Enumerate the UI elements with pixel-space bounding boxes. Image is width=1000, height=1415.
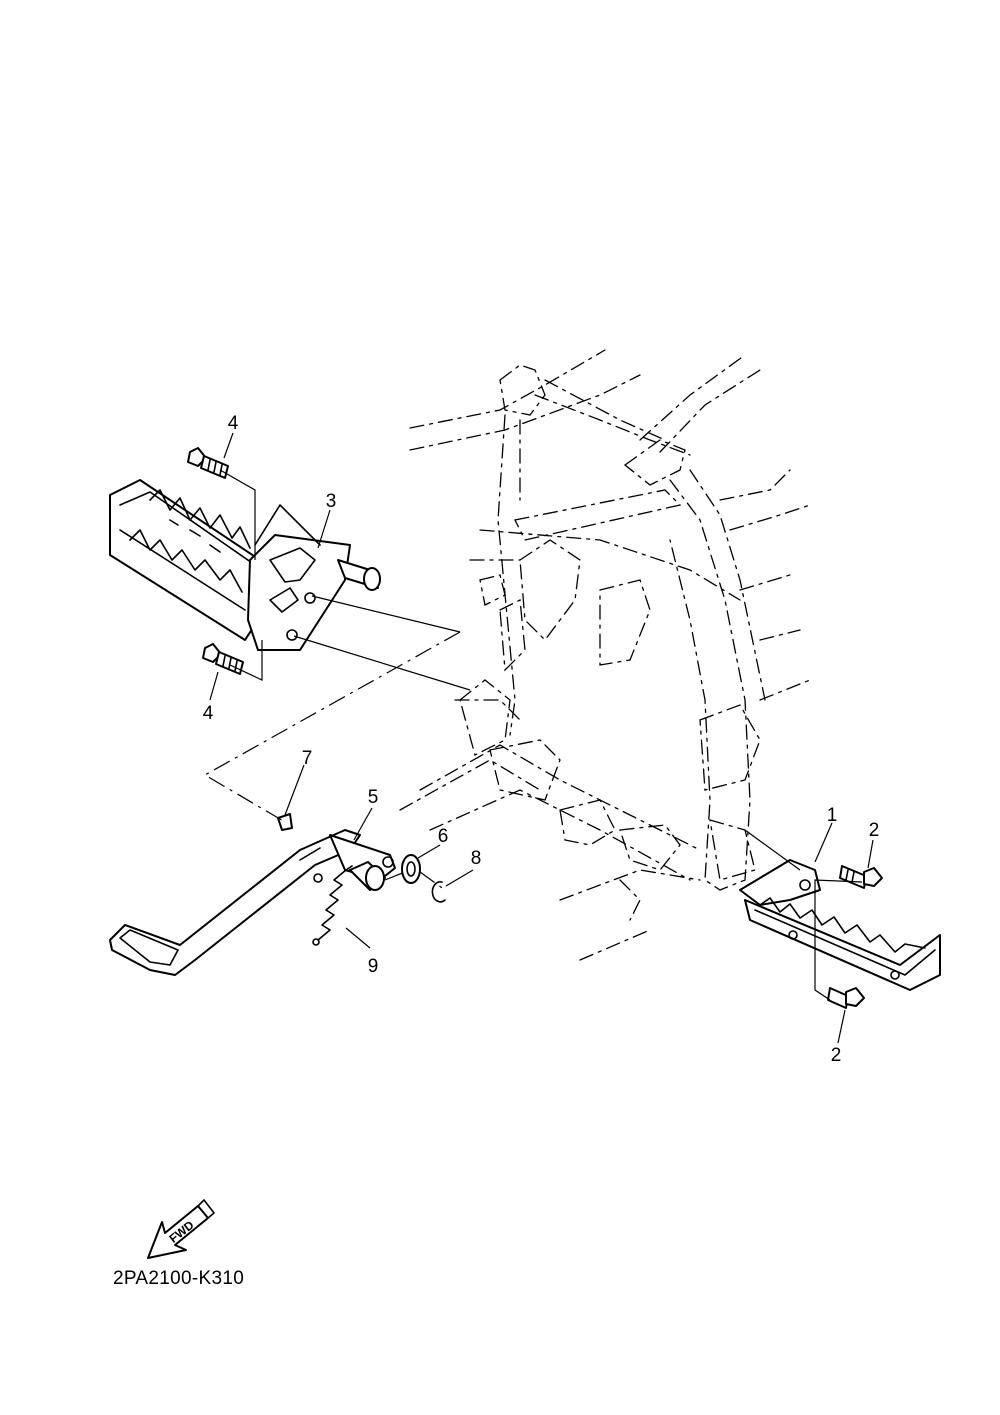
motorcycle-frame <box>399 349 811 961</box>
left-footrest-bracket <box>247 504 381 651</box>
spring-9 <box>312 865 353 946</box>
bolt-2-lower <box>827 987 865 1009</box>
bolt-4-lower <box>202 643 244 675</box>
callout-8: 8 <box>471 848 482 869</box>
callout-5: 5 <box>368 787 379 808</box>
callout-6: 6 <box>438 826 449 847</box>
clip-7 <box>277 813 293 831</box>
left-footrest <box>109 479 261 641</box>
callout-4-upper: 4 <box>228 413 239 434</box>
fwd-arrow-icon: FWD <box>147 1199 215 1259</box>
bolt-2-upper <box>839 865 883 889</box>
callout-2-upper: 2 <box>869 820 880 841</box>
callout-4-lower: 4 <box>203 703 214 724</box>
washer-6 <box>401 854 421 884</box>
drawing-code: 2PA2100-K310 <box>113 1268 245 1289</box>
brake-pedal <box>109 829 396 976</box>
callout-9: 9 <box>368 956 379 977</box>
callout-labels: 1 2 2 3 4 4 5 6 7 8 9 <box>203 413 880 1066</box>
assembly-lines <box>203 469 863 1001</box>
callout-1: 1 <box>827 805 838 826</box>
callout-3: 3 <box>326 491 337 512</box>
callout-leaders <box>209 432 874 1044</box>
right-footrest <box>739 859 941 991</box>
callout-2-lower: 2 <box>831 1045 842 1066</box>
callout-7: 7 <box>302 748 313 769</box>
bolt-4-upper <box>187 447 229 479</box>
e-clip-8 <box>431 881 446 903</box>
